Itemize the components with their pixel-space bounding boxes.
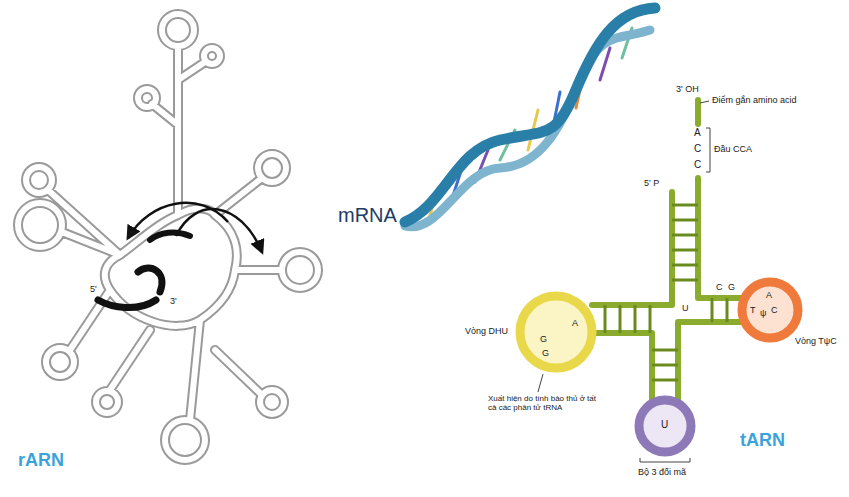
nucleotide: A (766, 290, 772, 300)
callout-text: Điểm gắn amino acid (712, 95, 797, 105)
nucleotide: G (540, 334, 547, 344)
callout-text: Bộ 3 đối mã (638, 467, 686, 477)
strand-end: 5' (90, 284, 97, 294)
nucleotide: T (750, 305, 756, 315)
nucleotide: C (716, 282, 723, 292)
figure-title: tARN (740, 430, 785, 451)
callout-text: Đầu CCA (714, 144, 752, 154)
nucleotide: C (771, 305, 778, 315)
figure-title: mRNA (338, 204, 397, 227)
figure-title: rARN (18, 450, 64, 471)
end-label: 3' OH (676, 84, 699, 94)
loop-label: Vòng TψC (795, 336, 837, 346)
nucleotide: A (572, 318, 578, 328)
end-label: 5' P (644, 178, 659, 188)
nucleotide: A (694, 127, 701, 139)
loop-label: Vòng DHU (465, 326, 508, 336)
nucleotide: C (694, 143, 701, 155)
nucleotide: U (661, 419, 668, 431)
nucleotide: G (728, 282, 735, 292)
callout-text: Xuất hiện do tính bảo thủ ở tất cả các p… (488, 394, 606, 412)
nucleotide: G (542, 348, 549, 358)
nucleotide: U (682, 303, 689, 313)
nucleotide: ψ (760, 308, 766, 318)
nucleotide: C (694, 159, 701, 171)
strand-end: 3' (170, 296, 177, 306)
